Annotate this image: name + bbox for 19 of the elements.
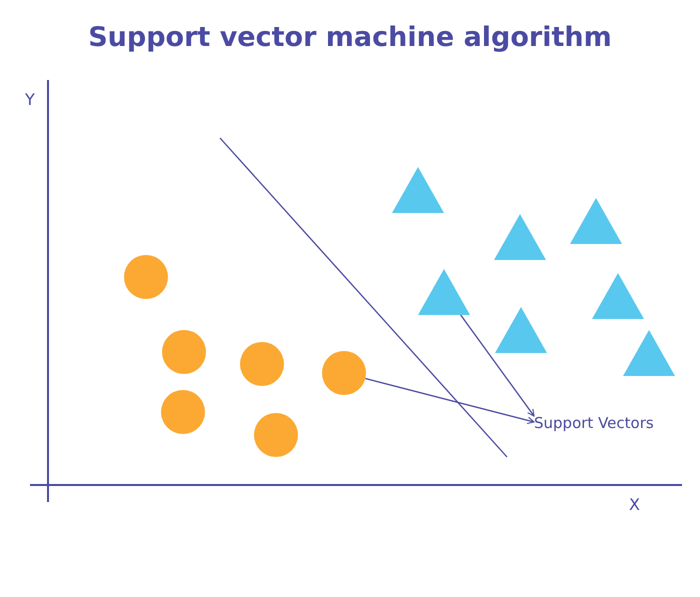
circle-marker [162,330,206,374]
triangle-marker [570,198,622,244]
circle-marker [161,390,205,434]
circle-marker [322,351,366,395]
circle-marker [124,255,168,299]
circle-marker [240,342,284,386]
triangle-marker [418,269,470,315]
chart-title: Support vector machine algorithm [87,22,613,53]
triangle-marker [623,330,675,376]
triangle-marker [592,273,644,319]
arrow [365,378,535,424]
triangle-marker [494,214,546,260]
arrow [460,314,535,417]
triangle-marker [392,167,444,213]
triangle-marker [495,307,547,353]
axis-label: Y [25,90,35,109]
annotation-text: Support Vectors [534,414,654,432]
circle-marker [254,413,298,457]
axis-label: X [629,495,640,514]
